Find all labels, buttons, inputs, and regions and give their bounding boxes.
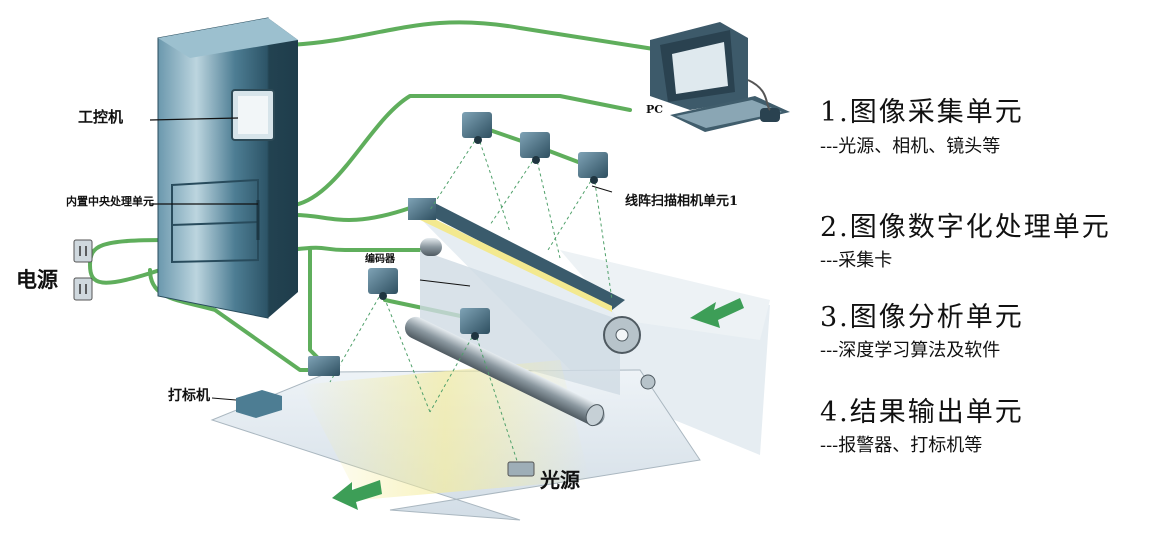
camera-fov-lines xyxy=(329,135,613,471)
cable-ipc-to-encoder xyxy=(288,245,427,252)
unit-1-desc: ---光源、相机、镜头等 xyxy=(820,136,1001,157)
marker-device xyxy=(211,390,282,418)
unit-3-desc: ---深度学习算法及软件 xyxy=(820,340,1001,361)
area-cameras xyxy=(368,112,608,340)
unit-4-desc: ---报警器、打标机等 xyxy=(820,435,983,456)
label-line-scan-camera: 线阵扫描相机单元1 xyxy=(625,194,739,209)
unit-2-desc: ---采集卡 xyxy=(820,250,893,271)
unit-2-title: 2.图像数字化处理单元 xyxy=(820,212,1111,243)
label-industrial-pc: 工控机 xyxy=(78,108,124,126)
camera-bottom-1 xyxy=(368,268,398,300)
marker-head-on-line xyxy=(308,356,340,376)
unit-4-title: 4.结果输出单元 xyxy=(820,397,1024,428)
unit-3-title: 3.图像分析单元 xyxy=(820,302,1024,333)
cable-power xyxy=(88,238,167,285)
signal-cables xyxy=(88,20,662,372)
industrial-pc-cabinet xyxy=(149,17,298,319)
label-cpu-unit: 内置中央处理单元 xyxy=(66,195,154,208)
camera-top-3 xyxy=(578,152,608,184)
cable-ipc-to-camera-bar xyxy=(293,94,632,207)
camera-bottom-2 xyxy=(460,308,490,340)
power-sockets xyxy=(73,239,93,301)
cable-ipc-to-pc xyxy=(288,20,662,52)
camera-top-2 xyxy=(520,132,550,164)
label-pc: PC xyxy=(646,103,664,116)
line-light-bar xyxy=(408,198,625,312)
rollers xyxy=(404,238,656,427)
camera-top-1 xyxy=(462,112,492,144)
label-power: 电源 xyxy=(16,267,58,292)
web-direction-arrows xyxy=(332,298,744,510)
label-encoder: 编码器 xyxy=(365,254,395,265)
label-light-source: 光源 xyxy=(540,468,580,492)
light-source-box xyxy=(507,461,535,477)
label-marker: 打标机 xyxy=(168,388,210,404)
unit-1-title: 1.图像采集单元 xyxy=(820,97,1024,128)
pc-workstation xyxy=(650,22,790,132)
cable-ipc-to-linebar xyxy=(293,206,412,222)
